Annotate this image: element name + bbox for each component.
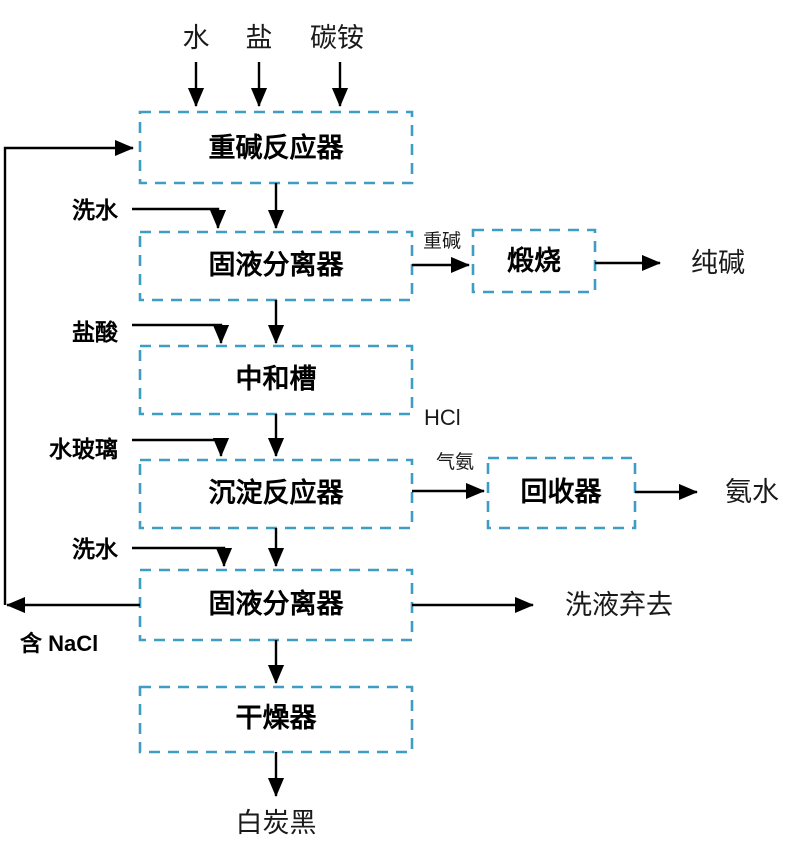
unit-dryer[interactable]: 干燥器 xyxy=(138,685,414,754)
unit-label-solid-liquid-separator-2: 固液分离器 xyxy=(209,588,345,619)
input-label-ammonium-bicarbonate: 碳铵 xyxy=(310,23,364,53)
side-note-nacl-recycle: 含 NaCl xyxy=(20,631,98,656)
unit-solid-liquid-separator-1[interactable]: 固液分离器 xyxy=(138,230,414,302)
arrow-water-glass-to-precipitation xyxy=(132,437,230,457)
feed-label-wash-water-1: 洗水 xyxy=(72,197,119,223)
output-label-ammonia-water: 氨水 xyxy=(725,477,779,507)
unit-box-dryer xyxy=(138,685,414,754)
unit-box-solid-liquid-separator-2 xyxy=(138,568,414,642)
stream-label-ammonia-gas: 气氨 xyxy=(436,451,474,473)
unit-box-recovery xyxy=(486,456,637,530)
output-label-wash-liquid-discard: 洗液弃去 xyxy=(565,590,673,620)
side-note-hcl: HCl xyxy=(424,405,461,430)
unit-label-recovery: 回收器 xyxy=(521,477,603,507)
input-label-water: 水 xyxy=(183,23,210,53)
unit-label-bicarbonate-reactor: 重碱反应器 xyxy=(209,132,345,163)
unit-bicarbonate-reactor[interactable]: 重碱反应器 xyxy=(138,110,414,185)
unit-calciner[interactable]: 煅烧 xyxy=(471,228,597,294)
unit-label-neutralization-tank: 中和槽 xyxy=(236,364,317,394)
unit-solid-liquid-separator-2[interactable]: 固液分离器 xyxy=(138,568,414,642)
unit-neutralization-tank[interactable]: 中和槽 xyxy=(138,344,414,416)
unit-recovery[interactable]: 回收器 xyxy=(486,456,637,530)
unit-label-calciner: 煅烧 xyxy=(507,245,561,276)
stream-label-crude-alkali: 重碱 xyxy=(423,230,461,252)
arrow-recycle-to-reactor xyxy=(3,139,134,605)
output-label-white-carbon-black: 白炭黑 xyxy=(236,808,317,838)
arrow-wash-water-2-to-separator2 xyxy=(132,546,233,567)
output-label-soda-ash: 纯碱 xyxy=(691,248,745,278)
unit-label-solid-liquid-separator-1: 固液分离器 xyxy=(209,249,345,280)
unit-label-precipitation-reactor: 沉淀反应器 xyxy=(209,477,345,508)
unit-precipitation-reactor[interactable]: 沉淀反应器 xyxy=(138,458,414,530)
input-label-salt: 盐 xyxy=(246,23,273,53)
unit-box-calciner xyxy=(471,228,597,294)
feed-label-wash-water-2: 洗水 xyxy=(72,536,119,562)
feed-label-water-glass: 水玻璃 xyxy=(49,436,118,462)
feed-label-hydrochloric-acid: 盐酸 xyxy=(72,319,119,345)
arrow-hydrochloric-acid-to-neutralization xyxy=(132,323,230,344)
unit-label-dryer: 干燥器 xyxy=(236,703,318,733)
arrow-wash-water-1-to-separator1 xyxy=(132,207,227,229)
unit-box-neutralization-tank xyxy=(138,344,414,416)
